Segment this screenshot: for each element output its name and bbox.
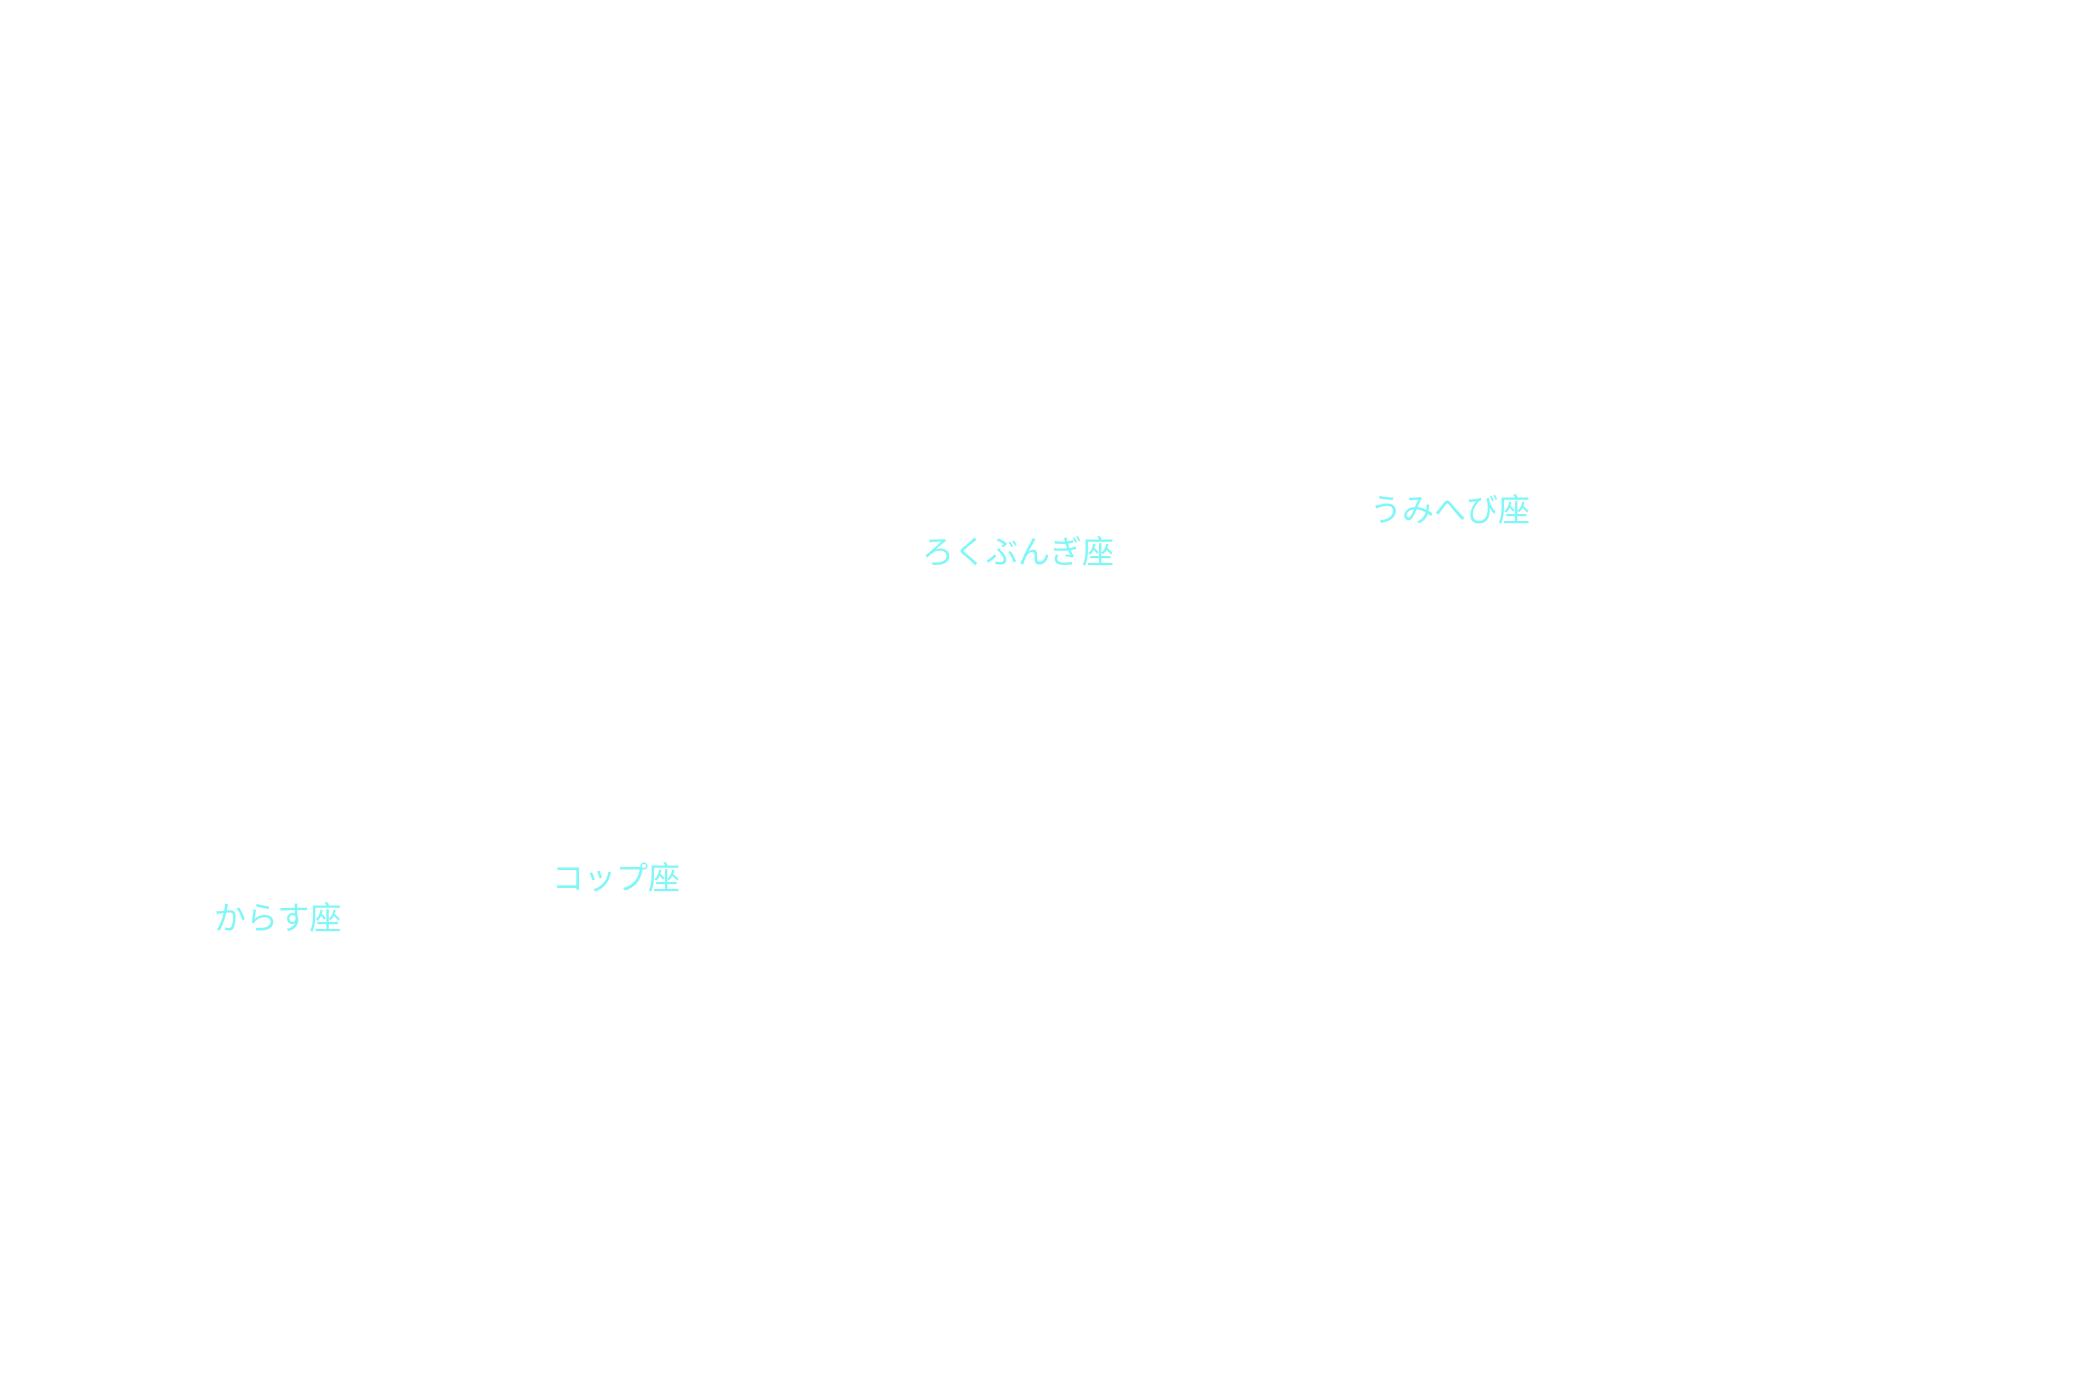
constellation-label-hydra: うみへび座 (1370, 491, 1531, 529)
constellation-label-crater: コップ座 (552, 859, 681, 897)
constellation-label-sextans: ろくぶんぎ座 (922, 533, 1115, 571)
constellation-label-corvus: からす座 (214, 899, 342, 937)
